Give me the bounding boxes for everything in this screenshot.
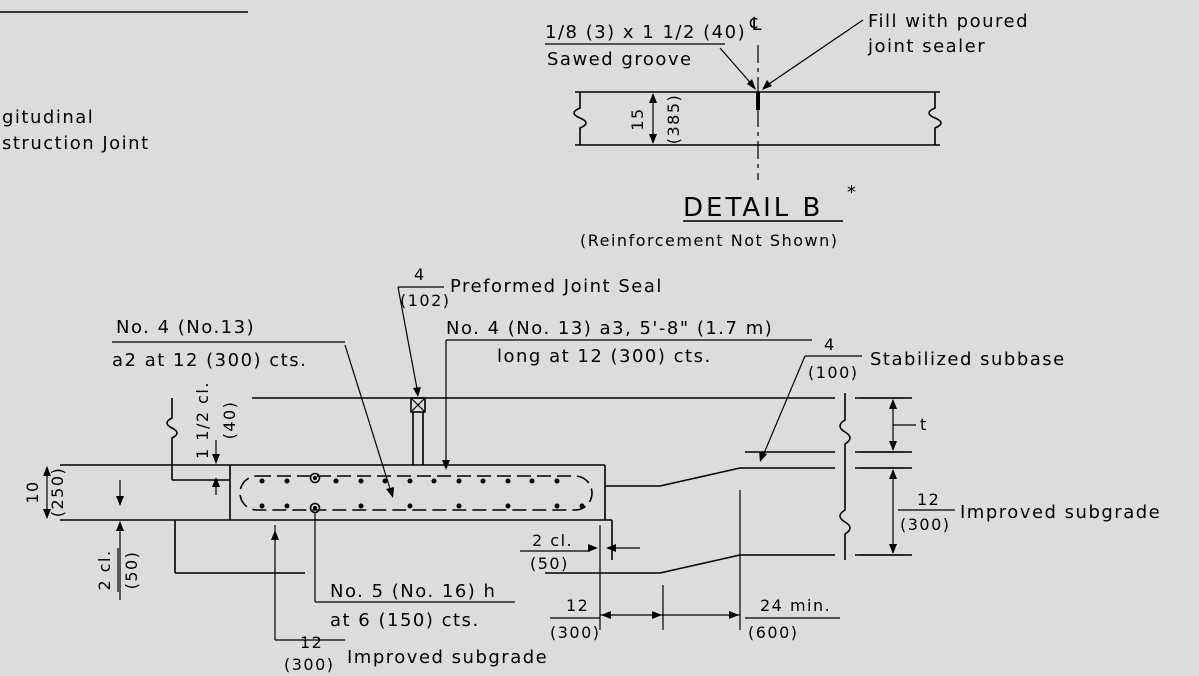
right-slab-break [839, 393, 851, 560]
seal-leader [397, 286, 419, 395]
thickness-arrow-up [649, 93, 657, 103]
joint-label-line2: struction Joint [2, 133, 150, 154]
a3-label-2: long at 12 (300) cts. [497, 346, 712, 367]
subbase-slope [659, 467, 741, 487]
a2-label-1: No. 4 (No.13) [116, 317, 255, 338]
joint-seal-x2 [410, 397, 426, 413]
detail-b: 15 (385) ℄ 1/8 (3) x 1 1/2 (40) Sawed gr… [545, 11, 1029, 250]
subbase-leader [761, 355, 806, 459]
t-label: t [920, 415, 928, 434]
left-slab-break [166, 398, 178, 465]
h-bar-top [309, 472, 321, 484]
subgrade-slope [659, 554, 741, 574]
groove-fraction: 1/8 (3) x 1 1/2 (40) [545, 22, 746, 43]
seal-label: Preformed Joint Seal [450, 276, 663, 297]
detail-b-title: DETAIL B [683, 193, 823, 223]
subgrade-dim-metric: (300) [900, 515, 951, 534]
h-bar-label-2: at 6 (150) cts. [330, 610, 480, 631]
cover-top-metric: (40) [220, 401, 239, 440]
groove-leader-arrow [747, 79, 756, 90]
left-break-line [573, 92, 587, 145]
fill-leader [762, 19, 864, 89]
a2-label-2: a2 at 12 (300) cts. [112, 350, 307, 371]
min-dim-metric: (600) [748, 623, 799, 642]
a2-leader [344, 344, 393, 496]
depth-metric: (250) [48, 467, 67, 518]
min-dim: 24 min. [760, 596, 831, 615]
right-break-line [928, 92, 942, 145]
cover-bottom-metric: (50) [122, 551, 141, 590]
fill-label-line1: Fill with poured [868, 11, 1029, 32]
reinforcement-cage [239, 475, 593, 511]
subgrade-label: Improved subgrade [960, 502, 1161, 523]
width-dim-metric: (300) [550, 623, 601, 642]
centerline-symbol: ℄ [749, 14, 763, 35]
bottom-dim-metric: (300) [284, 655, 335, 674]
joint-label-line1: gitudinal [2, 107, 94, 128]
detail-b-title-mark: * [847, 182, 858, 203]
joint-section: 12 (300) 24 min. (600) 12 (300) Improved… [23, 265, 1161, 674]
a3-label-1: No. 4 (No. 13) a3, 5'-8" (1.7 m) [446, 318, 773, 339]
cover-bottom: 2 cl. [95, 549, 114, 590]
fill-leader-arrow [762, 80, 772, 90]
detail-b-thickness-metric: (385) [664, 94, 683, 145]
detail-b-note: (Reinforcement Not Shown) [580, 231, 838, 250]
seal-dim: 4 [414, 265, 426, 284]
subbase-label: Stabilized subbase [870, 349, 1066, 370]
fill-label-line2: joint sealer [867, 36, 986, 57]
subbase-dim-metric: (100) [808, 363, 859, 382]
groove-leader [719, 47, 756, 89]
seal-dim-metric: (102) [400, 291, 451, 310]
cover-top: 1 1/2 cl. [193, 381, 212, 459]
bottom-dim: 12 [300, 633, 323, 652]
subbase-dim: 4 [824, 335, 836, 354]
depth: 10 [23, 480, 42, 503]
rebar-dots [259, 478, 585, 509]
bottom-label: Improved subgrade [347, 647, 548, 668]
groove-desc: Sawed groove [547, 49, 693, 70]
cover-end-metric: (50) [530, 554, 569, 573]
subgrade-dim: 12 [917, 490, 940, 509]
cover-end: 2 cl. [532, 531, 573, 550]
width-dim: 12 [566, 596, 589, 615]
h-bar-label-1: No. 5 (No. 16) h [330, 581, 496, 602]
joint-seal-box [410, 397, 426, 413]
detail-b-thickness: 15 [628, 107, 647, 130]
thickness-arrow-down [649, 134, 657, 144]
